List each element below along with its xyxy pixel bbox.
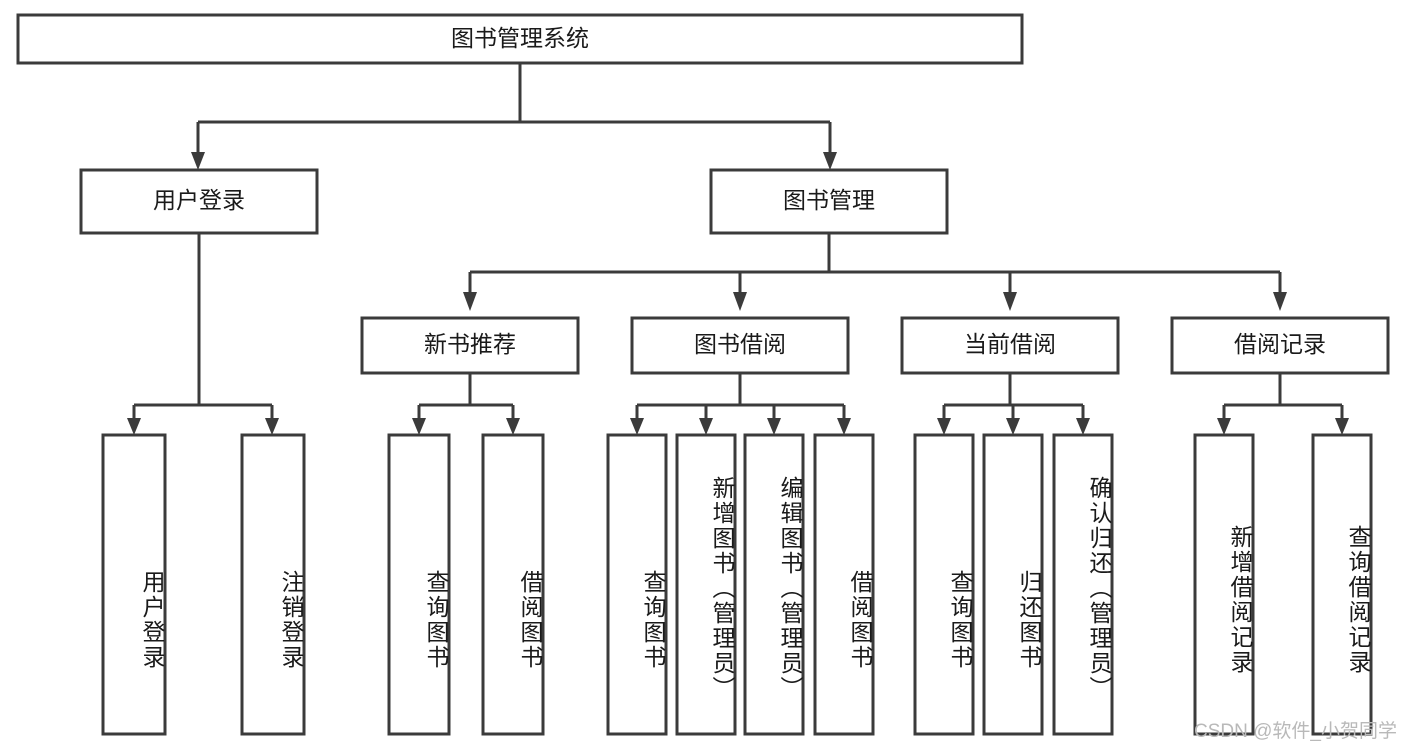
connector-book-borrow-bus [637, 373, 844, 407]
arrowhead-new-book-leaf-0 [412, 418, 426, 435]
leaf-box-book-borrow-3[interactable] [813, 433, 875, 736]
leaf-box-borrow-record-0[interactable] [1193, 433, 1255, 736]
leaf-box-user-login-1[interactable] [240, 433, 306, 736]
arrowhead-current-borrow [1003, 292, 1017, 311]
leaf-box-user-login-0[interactable] [101, 433, 167, 736]
arrowhead-book-borrow [733, 292, 747, 311]
csdn-watermark: CSDN @软件_小贺同学 [1194, 721, 1397, 742]
arrowhead-book-borrow-leaf-0 [630, 418, 644, 435]
arrowhead-borrow-record-leaf-0 [1217, 418, 1231, 435]
node-root-label: 图书管理系统 [451, 25, 589, 51]
connector-current-borrow-bus [944, 373, 1083, 407]
arrowhead-current-borrow-leaf-2 [1076, 418, 1090, 435]
arrowhead-user-login-leaf-0 [127, 418, 141, 435]
node-user-login-label: 用户登录 [153, 187, 245, 213]
leaf-box-book-borrow-0[interactable] [606, 433, 668, 736]
node-current-borrow-label: 当前借阅 [964, 331, 1056, 357]
arrowhead-book-mgmt [823, 152, 837, 170]
arrowhead-user-login [191, 152, 205, 170]
arrowhead-current-borrow-leaf-0 [937, 418, 951, 435]
connector-new-book-bus [419, 373, 513, 407]
arrowhead-user-login-leaf-1 [265, 418, 279, 435]
arrowhead-current-borrow-leaf-1 [1006, 418, 1020, 435]
arrowhead-new-book-leaf-1 [506, 418, 520, 435]
leaf-box-current-borrow-0[interactable] [913, 433, 975, 736]
node-new-book-box[interactable] [360, 316, 580, 375]
leaf-box-current-borrow-2[interactable] [1052, 433, 1114, 736]
node-book-mgmt-box[interactable] [709, 168, 949, 235]
arrowhead-borrow-record-leaf-1 [1335, 418, 1349, 435]
connector-user-login-bus [134, 233, 272, 407]
arrowhead-book-borrow-leaf-1 [699, 418, 713, 435]
node-root-box[interactable] [16, 13, 1024, 65]
leaf-box-book-borrow-2[interactable] [743, 433, 805, 736]
leaf-box-borrow-record-1[interactable] [1311, 433, 1373, 736]
arrowhead-new-book [463, 292, 477, 311]
node-book-borrow-label: 图书借阅 [694, 331, 786, 357]
connector-book-mgmt-bus [470, 233, 1280, 274]
leaf-box-current-borrow-1[interactable] [982, 433, 1044, 736]
node-current-borrow-box[interactable] [900, 316, 1120, 375]
node-user-login-box[interactable] [79, 168, 319, 235]
leaf-box-new-book-1[interactable] [481, 433, 545, 736]
leaf-box-book-borrow-1[interactable] [675, 433, 737, 736]
node-new-book-label: 新书推荐 [424, 331, 516, 357]
arrowhead-book-borrow-leaf-2 [767, 418, 781, 435]
leaf-box-new-book-0[interactable] [387, 433, 451, 736]
arrowhead-book-borrow-leaf-3 [837, 418, 851, 435]
node-borrow-record-box[interactable] [1170, 316, 1390, 375]
connector-root-bus [198, 63, 830, 124]
arrowhead-borrow-record [1273, 292, 1287, 311]
node-book-mgmt-label: 图书管理 [783, 187, 875, 213]
connector-borrow-record-bus [1224, 373, 1342, 407]
node-borrow-record-label: 借阅记录 [1234, 331, 1326, 357]
